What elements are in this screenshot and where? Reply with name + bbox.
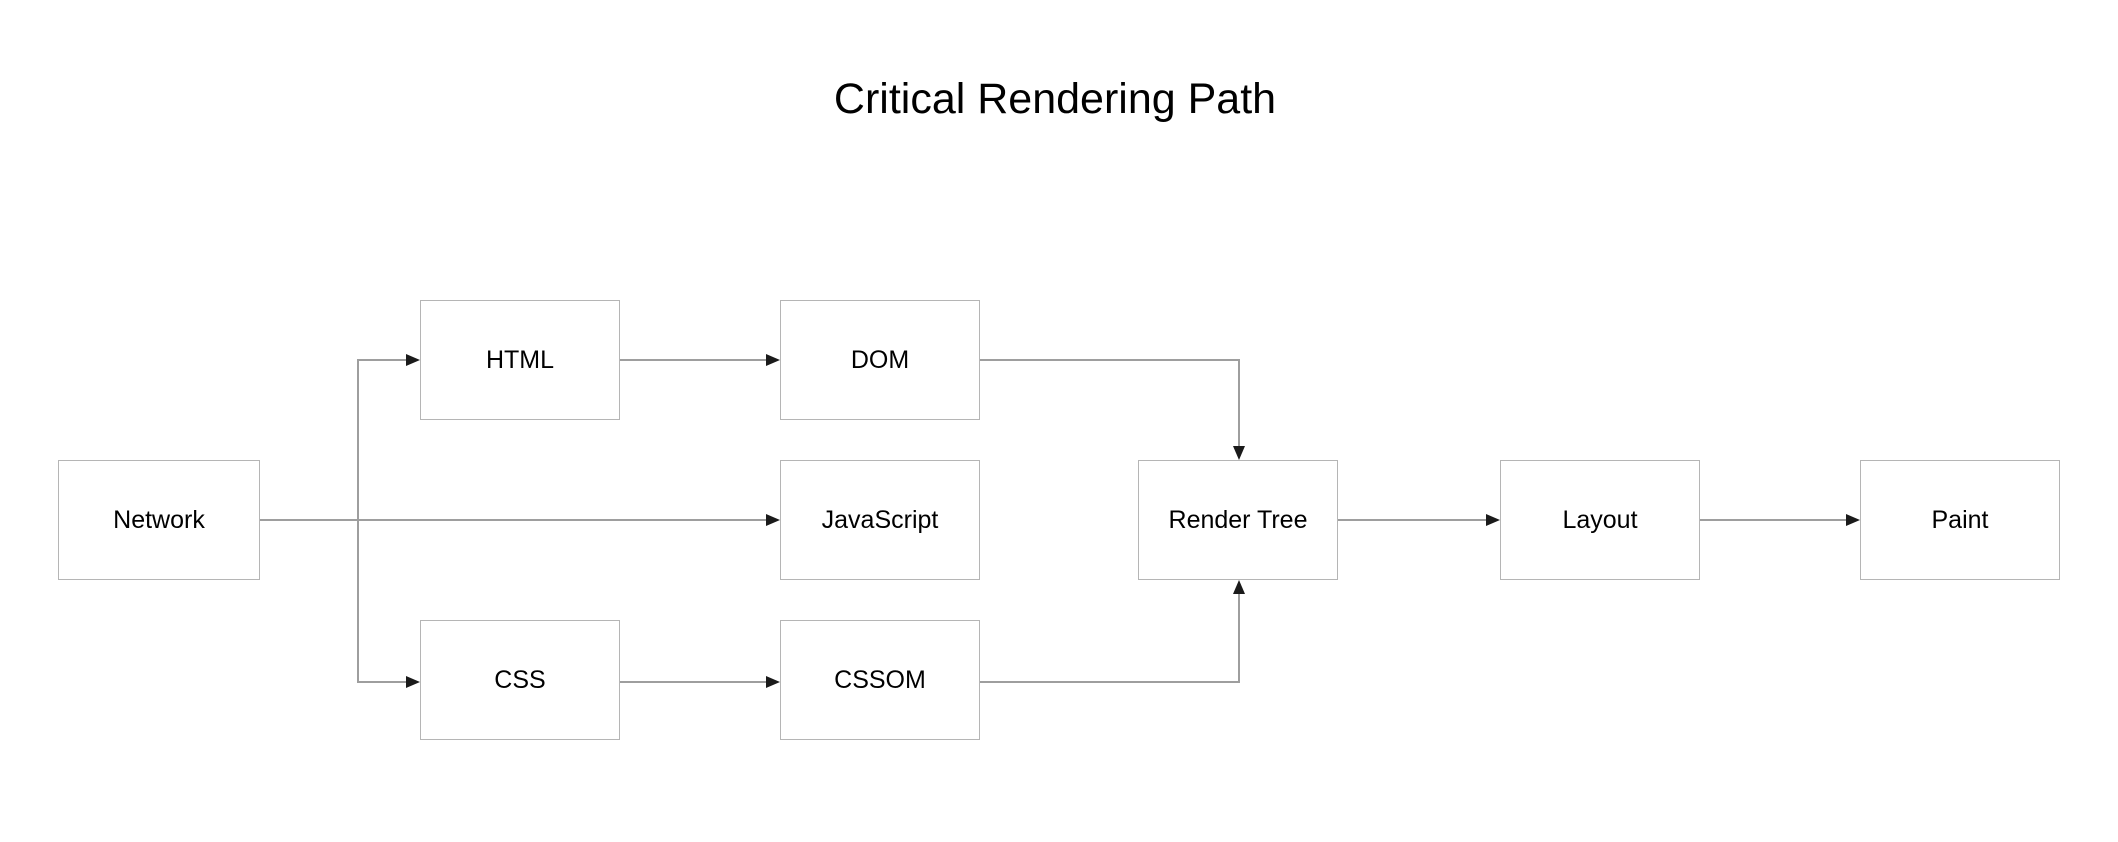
- node-javascript[interactable]: JavaScript: [780, 460, 980, 580]
- page-title-text: Critical Rendering Path: [833, 75, 1277, 123]
- node-layout-label: Layout: [1562, 505, 1638, 534]
- edge-layout-to-paint: [1700, 514, 1860, 526]
- edge-dom-to-render-tree: [980, 359, 1245, 460]
- edge-html-to-dom: [620, 354, 780, 366]
- edge-network-to-javascript: [260, 514, 780, 526]
- node-paint-label: Paint: [1931, 505, 1989, 534]
- node-css[interactable]: CSS: [420, 620, 620, 740]
- node-dom-label: DOM: [850, 345, 910, 374]
- node-dom[interactable]: DOM: [780, 300, 980, 420]
- edge-css-to-cssom: [620, 676, 780, 688]
- node-render-tree[interactable]: Render Tree: [1138, 460, 1338, 580]
- edge-render-tree-to-layout: [1338, 514, 1500, 526]
- node-html-label: HTML: [485, 345, 555, 374]
- node-paint[interactable]: Paint: [1860, 460, 2060, 580]
- edge-network-to-css: [260, 519, 420, 688]
- page-title: Critical Rendering Path: [0, 78, 2118, 121]
- node-render-tree-label: Render Tree: [1168, 505, 1308, 534]
- node-css-label: CSS: [494, 665, 546, 694]
- node-network-label: Network: [113, 505, 205, 534]
- node-layout[interactable]: Layout: [1500, 460, 1700, 580]
- edge-cssom-to-render-tree: [980, 580, 1245, 683]
- node-html[interactable]: HTML: [420, 300, 620, 420]
- node-cssom-label: CSSOM: [834, 665, 926, 694]
- node-cssom[interactable]: CSSOM: [780, 620, 980, 740]
- edge-network-to-html: [260, 354, 420, 521]
- node-network[interactable]: Network: [58, 460, 260, 580]
- node-javascript-label: JavaScript: [821, 505, 939, 534]
